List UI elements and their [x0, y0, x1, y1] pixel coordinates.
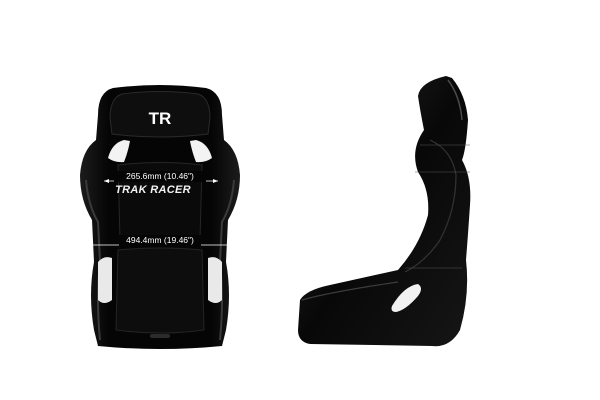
shoulder-width-label: 265.6mm (10.46") — [126, 171, 194, 181]
seat-width-dimension: 494.4mm (19.46") — [86, 235, 234, 247]
side-bolster-contour — [404, 139, 457, 273]
side-shell — [298, 76, 471, 347]
side-headrest-highlight — [447, 79, 463, 121]
side-base-highlight — [301, 281, 399, 301]
seat-side-view — [298, 76, 471, 347]
harness-slot-right — [190, 140, 212, 163]
headrest-panel — [109, 91, 211, 138]
arrow-right — [229, 243, 234, 247]
seat-width-label: 494.4mm (19.46") — [126, 235, 194, 245]
arrow-right — [213, 179, 218, 183]
shoulder-width-dimension: 265.6mm (10.46") — [104, 171, 218, 183]
brand-name: TRAK RACER — [115, 184, 191, 196]
tr-logo: TR — [149, 109, 172, 128]
harness-slot-left — [108, 140, 130, 163]
seat-front-view: TR TRAK RACER 265.6mm (10.46") 494.4mm (… — [80, 85, 240, 349]
sub-belt-slot — [150, 334, 170, 338]
arrow-left — [86, 243, 91, 247]
seat-base — [115, 247, 205, 334]
leg-opening-right — [208, 257, 222, 303]
side-slot — [391, 284, 421, 312]
svg-text:TR: TR — [149, 109, 172, 128]
arrow-left — [104, 179, 109, 183]
leg-opening-left — [98, 257, 112, 303]
